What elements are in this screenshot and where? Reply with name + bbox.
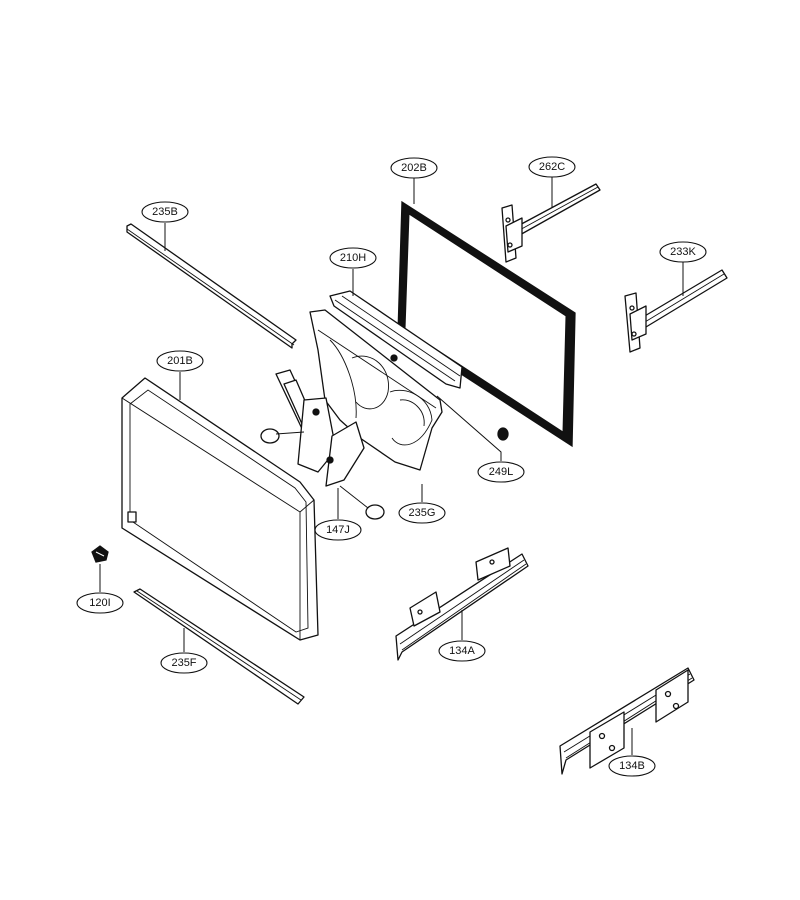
callout-235g: 235G [398, 502, 446, 524]
callout-235b: 235B [141, 201, 189, 223]
callout-label: 202B [401, 162, 427, 174]
callout-label: 147J [326, 524, 350, 536]
part-235g-plate [309, 309, 443, 471]
callout-210h: 210H [329, 247, 377, 269]
callout-label: 249L [489, 466, 513, 478]
part-235b-strip [126, 223, 297, 349]
part-134a-rail [395, 547, 529, 661]
callout-label: 134A [449, 645, 475, 657]
part-120i-clip [91, 545, 109, 563]
callout-label: 235G [409, 507, 436, 519]
callout-262c: 262C [528, 156, 576, 178]
callout-label: 233K [670, 246, 696, 258]
callout-label: 262C [539, 161, 565, 173]
callout-249l: 249L [477, 461, 525, 483]
callout-label: 235F [171, 657, 196, 669]
callout-201b: 201B [156, 350, 204, 372]
part-262c-bracket [501, 183, 601, 263]
callout-147j: 147J [314, 519, 362, 541]
callout-label: 210H [340, 252, 366, 264]
callout-202b: 202B [390, 157, 438, 179]
callout-label: 120I [89, 597, 110, 609]
callout-235f: 235F [160, 652, 208, 674]
part-235f-strip [133, 588, 305, 705]
leader-lines [99, 177, 684, 755]
callout-label: 201B [167, 355, 193, 367]
callout-label: 235B [152, 206, 178, 218]
part-134b-rail [559, 667, 695, 775]
part-210h-bar [329, 290, 463, 389]
part-147j-arm [260, 369, 385, 520]
callout-233k: 233K [659, 241, 707, 263]
part-249l-knob [497, 427, 509, 441]
part-233k-bracket [624, 269, 728, 353]
callout-label: 134B [619, 760, 645, 772]
part-202b-frame [397, 200, 576, 448]
part-201b-rear-cover [121, 377, 319, 641]
callout-134a: 134A [438, 640, 486, 662]
callout-134b: 134B [608, 755, 656, 777]
callout-120i: 120I [76, 592, 124, 614]
